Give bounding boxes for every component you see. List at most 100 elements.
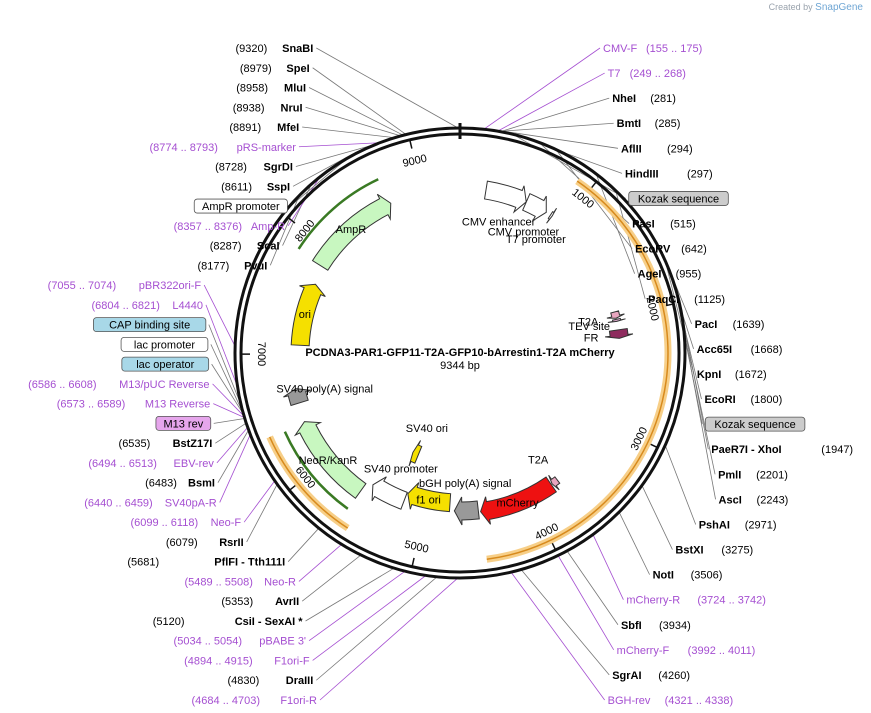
callout-line [219,435,251,503]
primer-name: M13/pUC Reverse [119,379,209,391]
enzyme-position: (955) [676,269,702,281]
enzyme-site: SnaBI(9320) [236,43,314,55]
feature-label: NeoR/KanR [299,455,358,467]
primer-position: (5034 .. 5054) [174,636,243,648]
callout-line [554,147,633,249]
enzyme-position: (8611) [221,181,252,193]
callout-line [319,578,458,701]
label-layer: CMV-F(155 .. 175)T7(249 .. 268)NheI(281)… [28,43,853,707]
enzyme-position: (642) [681,244,707,256]
callout-line [205,304,237,383]
feature-box: CAP binding site [93,317,207,333]
callout-line [521,570,610,676]
callout-line [614,188,646,299]
callout-line [298,142,377,148]
feature-box-label: AmpR promoter [202,201,280,213]
callout-line [684,332,716,475]
primer-site: mCherry-R(3724 .. 3742) [626,595,766,607]
primer-site: BGH-rev(4321 .. 4338) [608,695,734,707]
enzyme-position: (1639) [733,319,765,331]
brand-name: SnapGene [815,2,863,13]
enzyme-name: NotI [653,570,674,582]
enzyme-position: (4260) [658,670,690,682]
feature-label: T2A [528,454,549,466]
enzyme-name: SspI [267,181,290,193]
callout-line [484,47,601,129]
enzyme-name: EcoRV [635,244,671,256]
enzyme-position: (8287) [210,241,242,253]
enzyme-position: (2243) [757,494,789,506]
enzyme-position: (6535) [119,438,151,450]
primer-position: (4684 .. 4703) [192,695,261,707]
primer-site: L4440(6804 .. 6821) [91,300,203,312]
primer-position: (6573 .. 6589) [57,399,126,411]
enzyme-name: EcoRI [704,394,735,406]
enzyme-site: ScaI(8287) [210,241,280,253]
primer-position: (155 .. 175) [646,43,702,55]
enzyme-site: PacI (1639) [695,319,765,331]
primer-site: pBR322ori-F(7055 .. 7074) [48,280,202,292]
primer-site: pBABE 3'(5034 .. 5054) [174,636,306,648]
enzyme-site: BstZ17I(6535) [119,438,213,450]
callout-line [301,555,361,602]
enzyme-name: Acc65I [697,344,732,356]
enzyme-site: AgeI(955) [638,269,702,281]
primer-name: CMV-F [603,43,638,55]
primer-name: L4440 [172,300,203,312]
enzyme-position: (5681) [127,557,159,569]
primer-position: (6494 .. 6513) [88,458,157,470]
feature-box: AmpR promoter [193,198,288,214]
enzyme-position: (6483) [145,478,177,490]
enzyme-position: (8177) [198,260,230,272]
callout-line [665,446,697,525]
enzyme-site: DraIII(4830) [228,675,314,687]
enzyme-site: NruI(8938) [233,102,303,114]
enzyme-name: PmlI [718,469,741,481]
callout-line [210,344,242,409]
feature-box: Kozak sequence [704,416,806,432]
feature-arrow [311,193,392,271]
enzyme-name: AflII [621,143,642,155]
callout-line [269,192,301,266]
enzyme-position: (285) [655,118,681,130]
enzyme-position: (5353) [221,596,253,608]
enzyme-site: BmtI(285) [617,118,681,130]
callout-line [246,484,278,543]
feature-box: M13 rev [155,415,212,431]
orf-arc-main-core [486,180,669,561]
callout-line [316,47,457,128]
enzyme-name: PacI [695,319,718,331]
callout-line [243,481,275,523]
enzyme-position: (9320) [236,43,268,55]
enzyme-site: HindIII(297) [625,168,713,180]
callout-line [305,106,400,136]
primer-site: Neo-R(5489 .. 5508) [184,576,296,588]
primer-name: F1ori-R [280,695,317,707]
callout-line [203,284,235,345]
enzyme-site: RsrII(6079) [166,537,244,549]
enzyme-position: (2971) [745,519,777,531]
feature-arrow [546,207,557,224]
enzyme-site: EcoRI(1800) [704,394,782,406]
primer-position: (6099 .. 6118) [130,517,198,529]
orf-arc-neo-inner [283,431,349,510]
primer-site: F1ori-R (4684 .. 4703) [192,695,318,707]
enzyme-position: (1947) [821,444,853,456]
primer-name: BGH-rev [608,695,651,707]
enzyme-position: (281) [650,93,676,105]
primer-name: mCherry-R [626,595,680,607]
enzyme-name: CsiI - SexAI * [235,616,304,628]
primer-position: (7055 .. 7074) [48,280,117,292]
feature-box: lac promoter [120,336,209,352]
enzyme-position: (8891) [229,122,261,134]
enzyme-name: PshAI [699,519,730,531]
feature-arrow [606,310,625,319]
feature-box-bg [704,416,806,432]
feature-box-bg [93,317,207,333]
enzyme-site: MfeI(8891) [229,122,299,134]
primer-position: (6586 .. 6608) [28,379,97,391]
feature-box-label: Kozak sequence [638,193,719,205]
feature-label: FR [584,332,599,344]
callout-line [312,575,426,661]
feature-arrow [293,421,367,499]
